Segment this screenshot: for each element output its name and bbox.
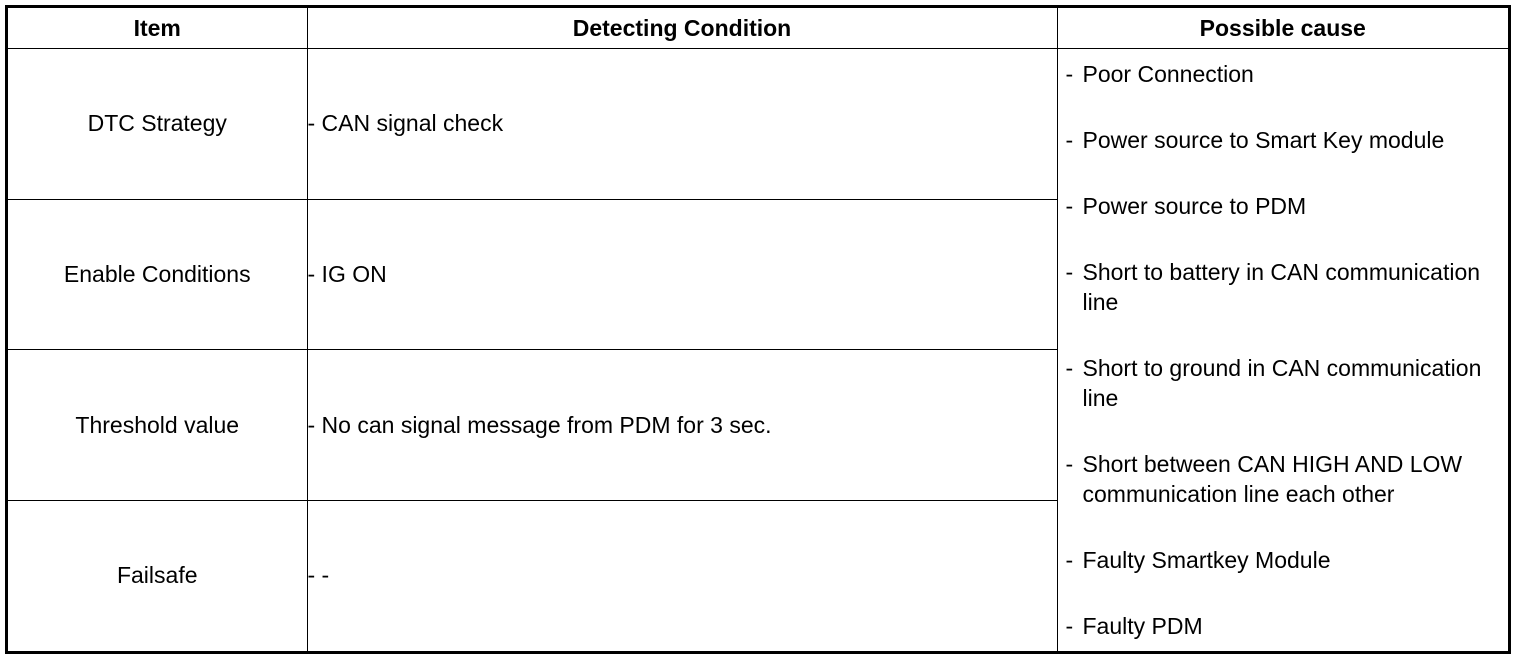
bullet-dash: - <box>1065 127 1074 153</box>
list-item: -Faulty Smartkey Module <box>1066 545 1501 575</box>
bullet-dash: - <box>1065 547 1074 573</box>
item-failsafe: Failsafe <box>8 499 308 651</box>
list-item: -Power source to Smart Key module <box>1066 125 1501 155</box>
bullet-dash: - <box>1065 451 1074 477</box>
header-item: Item <box>8 8 308 49</box>
condition-failsafe: - - <box>306 499 1058 651</box>
cause-text: Short to battery in CAN communication li… <box>1082 259 1481 315</box>
cause-text: Short between CAN HIGH AND LOW communica… <box>1082 451 1463 507</box>
cause-text: Short to ground in CAN communication lin… <box>1082 355 1482 411</box>
condition-enable-conditions: - IG ON <box>306 198 1058 351</box>
bullet-dash: - <box>1065 193 1074 219</box>
cause-text: Faulty PDM <box>1082 613 1203 639</box>
dtc-spec-table: Item Detecting Condition Possible cause … <box>8 8 1508 651</box>
table-row: Threshold value - No can signal message … <box>8 349 1508 501</box>
bullet-dash: - <box>1065 259 1074 285</box>
condition-threshold-value: - No can signal message from PDM for 3 s… <box>306 349 1058 501</box>
header-detecting-condition: Detecting Condition <box>306 8 1058 49</box>
cause-text: Power source to Smart Key module <box>1082 127 1445 153</box>
cause-text: Power source to PDM <box>1082 193 1307 219</box>
list-item: -Power source to PDM <box>1066 191 1501 221</box>
possible-cause-list: -Poor Connection -Power source to Smart … <box>1058 49 1509 641</box>
spec-table-frame: Item Detecting Condition Possible cause … <box>5 5 1511 654</box>
item-threshold-value: Threshold value <box>8 349 308 501</box>
bullet-dash: - <box>1065 61 1074 87</box>
list-item: -Faulty PDM <box>1066 611 1501 641</box>
header-possible-cause: Possible cause <box>1056 8 1508 49</box>
list-item: -Poor Connection <box>1066 59 1501 89</box>
table-row: Failsafe - - <box>8 499 1508 651</box>
list-item: -Short to battery in CAN communication l… <box>1066 257 1501 317</box>
bullet-dash: - <box>1065 355 1074 381</box>
list-item: -Short between CAN HIGH AND LOW communic… <box>1066 449 1501 509</box>
table-row: DTC Strategy - CAN signal check -Poor Co… <box>8 48 1508 651</box>
header-row: Item Detecting Condition Possible cause <box>8 8 1508 49</box>
possible-cause-cell: -Poor Connection -Power source to Smart … <box>1056 48 1509 651</box>
item-dtc-strategy: DTC Strategy <box>8 48 308 200</box>
condition-dtc-strategy: - CAN signal check <box>306 48 1058 200</box>
table-row: Enable Conditions - IG ON <box>8 198 1508 351</box>
cause-text: Faulty Smartkey Module <box>1082 547 1331 573</box>
item-enable-conditions: Enable Conditions <box>8 198 308 351</box>
bullet-dash: - <box>1065 613 1074 639</box>
cause-text: Poor Connection <box>1082 61 1254 87</box>
list-item: -Short to ground in CAN communication li… <box>1066 353 1501 413</box>
